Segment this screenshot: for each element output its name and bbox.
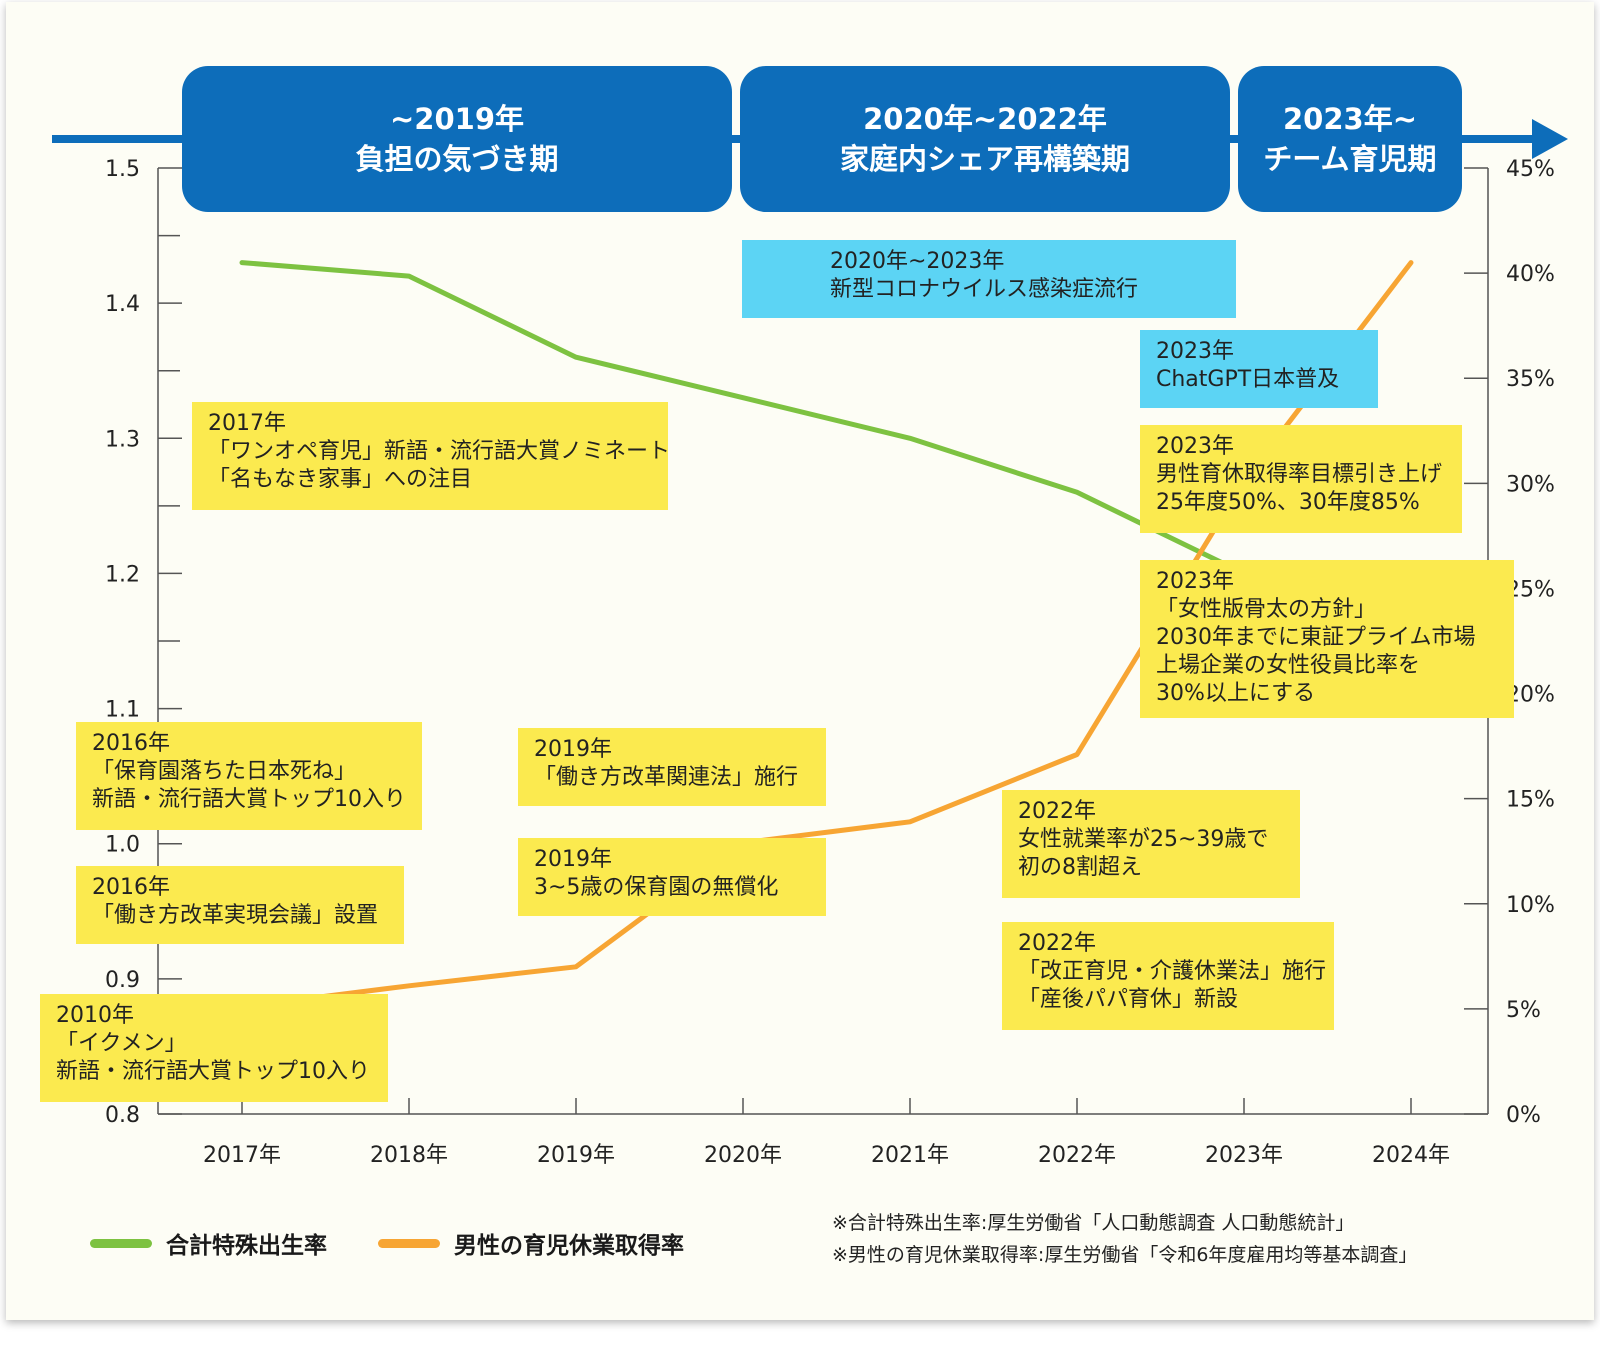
- left-tick-label: 1.0: [105, 833, 140, 858]
- period-2-years: 2020年~2022年: [863, 102, 1107, 136]
- legend-label-birth-rate: 合計特殊出生率: [166, 1233, 327, 1259]
- right-tick-label: 30%: [1506, 472, 1555, 497]
- period-box-3: 2023年~ チーム育児期: [1238, 66, 1462, 212]
- source-note-birth-rate: ※合計特殊出生率:厚生労働省「人口動態調査 人口動態統計」: [832, 1212, 1355, 1234]
- note-2016-hoikuen: 2016年 「保育園落ちた日本死ね」 新語・流行語大賞トップ10入り: [76, 722, 422, 830]
- left-tick-label: 1.5: [105, 157, 140, 182]
- note-2022-childcare-law: 2022年 「改正育児・介護休業法」施行 「産後パパ育休」新設: [1002, 922, 1334, 1030]
- right-tick-label: 25%: [1506, 577, 1555, 602]
- right-tick-label: 0%: [1506, 1103, 1541, 1128]
- left-tick-label: 0.8: [105, 1103, 140, 1128]
- left-tick-label: 1.3: [105, 427, 140, 452]
- x-tick-label: 2018年: [370, 1143, 448, 1168]
- x-tick-label: 2019年: [537, 1143, 615, 1168]
- legend-item-birth-rate: 合計特殊出生率: [90, 1228, 327, 1259]
- x-tick-label: 2017年: [203, 1143, 281, 1168]
- note-2023-paternity-target: 2023年 男性育休取得率目標引き上げ 25年度50%、30年度85%: [1140, 425, 1462, 533]
- left-tick-label: 1.1: [105, 698, 140, 723]
- note-2010-ikumen: 2010年 「イクメン」 新語・流行語大賞トップ10入り: [40, 994, 388, 1102]
- period-2-title: 家庭内シェア再構築期: [839, 142, 1130, 176]
- x-tick-label: 2020年: [704, 1143, 782, 1168]
- note-2019-free-childcare: 2019年 3~5歳の保育園の無償化: [518, 838, 826, 916]
- legend-swatch-orange: [378, 1238, 440, 1248]
- note-2017-oneope: 2017年 「ワンオペ育児」新語・流行語大賞ノミネート 「名もなき家事」への注目: [192, 402, 670, 510]
- period-3-title: チーム育児期: [1263, 142, 1437, 176]
- right-tick-label: 15%: [1506, 788, 1555, 813]
- x-tick-label: 2022年: [1038, 1143, 1116, 1168]
- period-1-title: 負担の気づき期: [355, 142, 559, 176]
- legend-swatch-green: [90, 1238, 152, 1248]
- right-tick-label: 45%: [1506, 157, 1555, 182]
- right-tick-label: 40%: [1506, 262, 1555, 287]
- left-tick-label: 1.4: [105, 292, 140, 317]
- period-box-1: ~2019年 負担の気づき期: [182, 66, 732, 212]
- note-chatgpt: 2023年 ChatGPT日本普及: [1140, 330, 1378, 408]
- right-tick-label: 20%: [1506, 683, 1555, 708]
- period-box-2: 2020年~2022年 家庭内シェア再構築期: [740, 66, 1230, 212]
- left-tick-label: 1.2: [105, 562, 140, 587]
- left-tick-label: 0.9: [105, 968, 140, 993]
- right-tick-label: 10%: [1506, 893, 1555, 918]
- x-tick-label: 2024年: [1372, 1143, 1450, 1168]
- x-tick-label: 2023年: [1205, 1143, 1283, 1168]
- note-2022-female-employment: 2022年 女性就業率が25~39歳で 初の8割超え: [1002, 790, 1300, 898]
- legend-label-paternity-leave: 男性の育児休業取得率: [454, 1233, 684, 1259]
- x-tick-label: 2021年: [871, 1143, 949, 1168]
- note-covid: 2020年~2023年 新型コロナウイルス感染症流行: [742, 240, 1236, 318]
- period-3-years: 2023年~: [1282, 102, 1417, 136]
- period-1-years: ~2019年: [389, 102, 524, 136]
- note-2016-workstyle-council: 2016年 「働き方改革実現会議」設置: [76, 866, 404, 944]
- right-tick-label: 5%: [1506, 998, 1541, 1023]
- note-2023-women-policy: 2023年 「女性版骨太の方針」 2030年までに東証プライム市場 上場企業の女…: [1140, 560, 1514, 718]
- right-tick-label: 35%: [1506, 367, 1555, 392]
- series-line-birth-rate: [239, 260, 1414, 644]
- note-2019-workstyle-law: 2019年 「働き方改革関連法」施行: [518, 728, 826, 806]
- source-note-paternity-leave: ※男性の育児休業取得率:厚生労働省「令和6年度雇用均等基本調査」: [832, 1244, 1418, 1266]
- legend-item-paternity-leave: 男性の育児休業取得率: [378, 1228, 684, 1259]
- timeline-arrow-head: [1532, 119, 1568, 159]
